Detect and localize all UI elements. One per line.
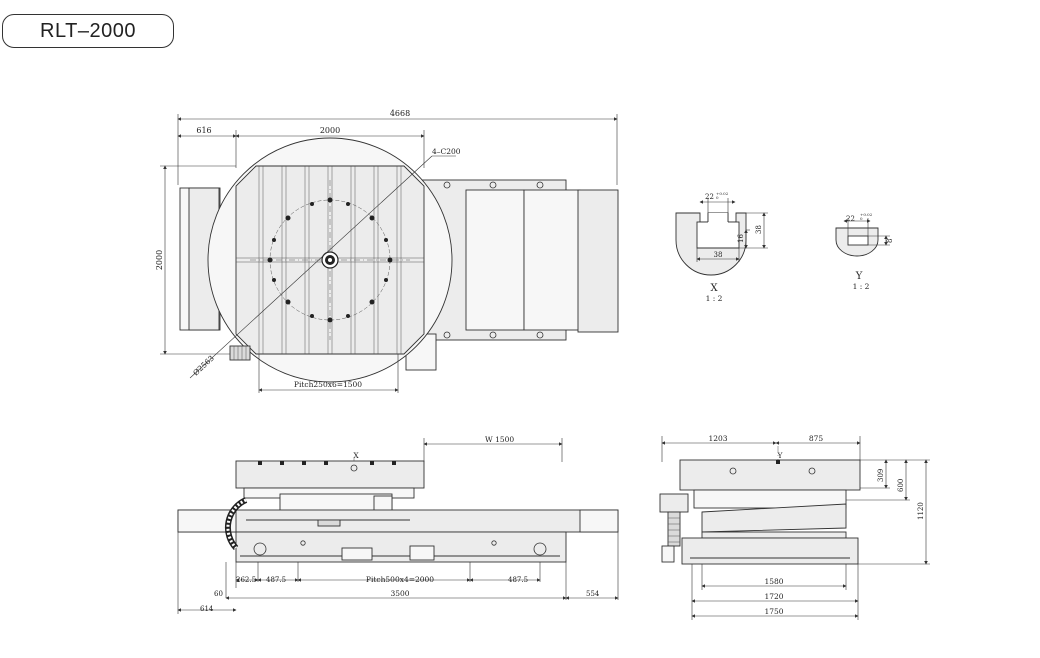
side-view: 1203 875 Y 309 600 1120 [659, 434, 930, 620]
detail-y-label: Y [855, 271, 863, 282]
label-w1500: W 1500 [485, 435, 514, 444]
dim-262-5: 262.5 [236, 576, 256, 584]
dim-309: 309 [877, 469, 885, 482]
dim-600: 600 [897, 479, 905, 492]
detail-x-scale: 1 : 2 [706, 294, 723, 303]
dim-3500: 3500 [390, 589, 409, 598]
dim-487-5-right: 487.5 [508, 576, 528, 584]
label-chamfer: 4–C200 [432, 147, 461, 156]
dim-height: 2000 [155, 250, 164, 270]
label-pitch-front: Pitch500x4=2000 [366, 575, 434, 584]
front-marker-x: X [353, 451, 359, 460]
detail-y-slot: 22 [846, 215, 855, 223]
dim-554: 554 [586, 590, 600, 598]
detail-x-depth: 38 [755, 225, 763, 234]
dim-1580: 1580 [764, 577, 783, 586]
dim-487-5-left: 487.5 [266, 576, 286, 584]
dim-1720: 1720 [764, 592, 783, 601]
dim-60: 60 [214, 590, 223, 598]
dim-614: 614 [200, 605, 214, 613]
dim-overall-width: 4668 [390, 109, 410, 118]
model-title-tab[interactable]: RLT–2000 [2, 14, 174, 48]
dim-left-offset: 616 [196, 126, 211, 135]
model-title: RLT–2000 [40, 19, 136, 42]
detail-y-scale: 1 : 2 [853, 282, 870, 291]
detail-x-slot: 22 [705, 193, 714, 201]
dim-1203: 1203 [708, 434, 727, 443]
cable-chain-top [229, 345, 251, 361]
front-view: W 1500 X [177, 435, 619, 614]
detail-x-label: X [710, 283, 718, 294]
dim-table-width: 2000 [320, 126, 340, 135]
label-diameter: Ø2563 [191, 354, 216, 378]
top-view: 4668 616 2000 2000 [155, 109, 619, 393]
side-marker-y: Y [777, 451, 784, 460]
detail-x-inner: 16 [737, 234, 745, 243]
cable-chain-front [224, 497, 248, 551]
dim-875: 875 [809, 434, 824, 443]
detail-x-base: 38 [714, 251, 723, 259]
bolt-holes [267, 197, 393, 323]
dim-1750: 1750 [764, 607, 783, 616]
detail-y-depth: 8 [886, 239, 894, 243]
label-pitch-top: Pitch250x6=1500 [294, 380, 362, 389]
dim-1120: 1120 [917, 502, 925, 520]
